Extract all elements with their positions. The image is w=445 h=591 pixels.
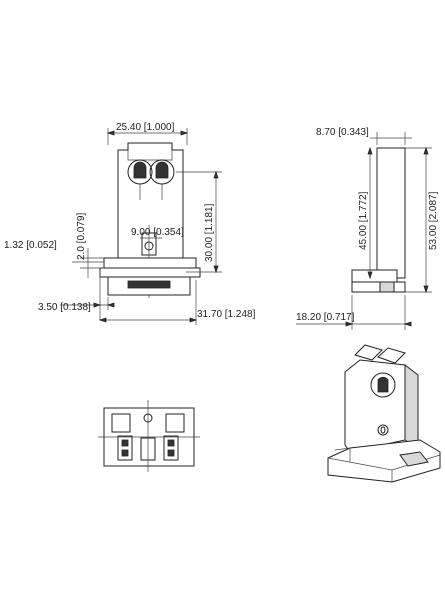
dim-side-base: 18.20 [0.717] (296, 312, 355, 323)
isometric-view (327, 344, 441, 483)
front-view: 25.40 [1.000] 30.00 [1.181] 9.00 [0.354]… (4, 122, 256, 325)
dim-pin-spacing: 9.00 [0.354] (131, 227, 184, 238)
dim-left-small-b: 1.32 [0.052] (4, 240, 57, 251)
dim-front-width: 25.40 [1.000] (116, 122, 175, 133)
dim-base-length: 31.70 [1.248] (197, 309, 256, 320)
dim-front-height: 30.00 [1.181] (204, 203, 215, 262)
bottom-view (98, 400, 200, 472)
dim-side-height-inner: 45.00 [1.772] (358, 191, 369, 250)
dim-side-width: 8.70 [0.343] (316, 127, 369, 138)
dim-base-offset: 3.50 [0.138] (38, 302, 91, 313)
dim-left-small-a: 2.0 [0.079] (76, 213, 87, 260)
side-view: 8.70 [0.343] 45.00 [1.772] 53.00 [2.087]… (296, 127, 439, 330)
dim-side-height-total: 53.00 [2.087] (428, 191, 439, 250)
